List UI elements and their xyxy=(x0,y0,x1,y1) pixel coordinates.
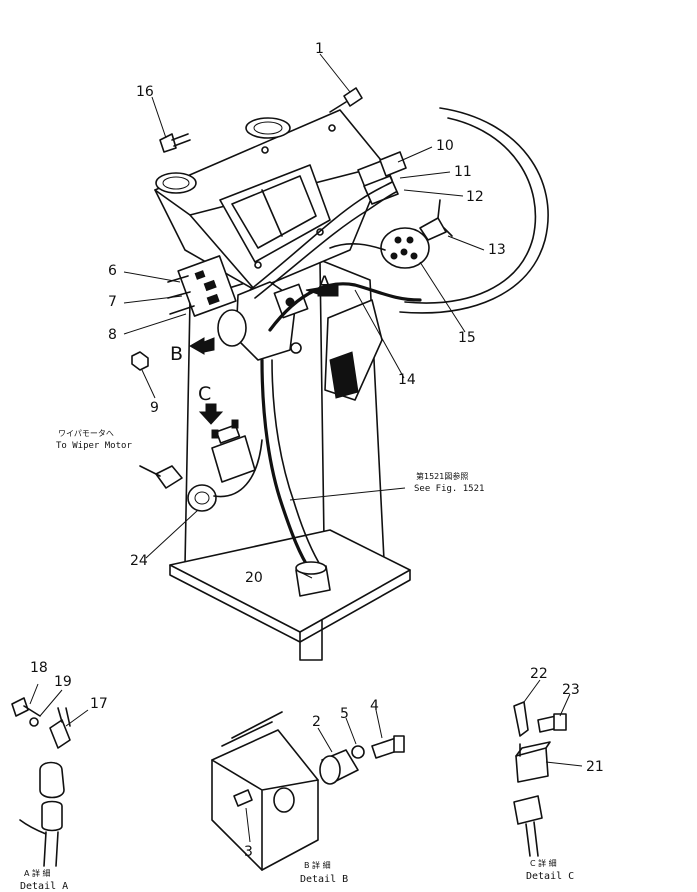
washer-19 xyxy=(29,717,39,727)
callout-23: 23 xyxy=(562,682,580,698)
detail-b xyxy=(211,709,405,871)
grommet xyxy=(187,484,217,512)
callout-17: 17 xyxy=(90,696,108,712)
relay-cluster xyxy=(167,255,237,317)
bracket-22 xyxy=(513,701,529,737)
wire-harness-upper2 xyxy=(254,191,397,299)
relay-21 xyxy=(515,747,549,783)
junction-unit xyxy=(217,281,309,361)
callout-5: 5 xyxy=(340,706,349,722)
detail-a-jp: A 詳 細 xyxy=(24,868,51,878)
arrow-b xyxy=(188,337,215,355)
note-see-fig-en: See Fig. 1521 xyxy=(414,484,484,494)
callout-10: 10 xyxy=(436,138,454,154)
callout-3: 3 xyxy=(244,844,253,860)
connector-round xyxy=(217,309,247,347)
detail-c xyxy=(513,679,583,857)
detail-c-jp: C 詳 細 xyxy=(530,858,557,868)
callout-24: 24 xyxy=(130,553,148,569)
callout-15: 15 xyxy=(458,330,476,346)
key-switch xyxy=(380,199,453,269)
callout-16: 16 xyxy=(136,84,154,100)
detail-a-en: Detail A xyxy=(20,881,68,892)
screw-hole xyxy=(254,261,262,269)
cab-arc xyxy=(399,107,549,314)
harness-pipe-down-outer xyxy=(271,359,323,569)
view-letter-a: A xyxy=(318,272,331,294)
callout-1: 1 xyxy=(315,41,324,57)
center-relay xyxy=(211,419,256,483)
callout-7: 7 xyxy=(108,294,117,310)
bolt-18 xyxy=(11,697,29,717)
cylinder-left xyxy=(155,172,197,194)
gauge-window xyxy=(219,164,331,263)
base-plate-thickness xyxy=(169,564,411,643)
washer-5 xyxy=(351,745,365,759)
callout-20: 20 xyxy=(245,570,263,586)
callout-11: 11 xyxy=(454,164,472,180)
callout-18: 18 xyxy=(30,660,48,676)
callout-19: 19 xyxy=(54,674,72,690)
gauge-window-inner2 xyxy=(261,189,283,237)
note-wiper-jp: ワイパモータへ xyxy=(58,429,114,438)
detail-b-en: Detail B xyxy=(300,874,348,885)
cylinder-left-inner xyxy=(162,176,190,190)
callout-9: 9 xyxy=(150,400,159,416)
bolt-1 xyxy=(329,87,363,113)
callout-13: 13 xyxy=(488,242,506,258)
gauge-window-inner xyxy=(231,175,317,249)
screw-hole xyxy=(261,146,269,154)
callout-14: 14 xyxy=(398,372,416,388)
arrow-c xyxy=(198,403,224,425)
bracket-17 xyxy=(49,719,71,749)
cylinder-right-inner xyxy=(253,121,283,135)
arrow-a xyxy=(305,283,339,297)
bolt-16 xyxy=(159,133,191,153)
cylinder-right xyxy=(245,117,291,139)
note-wiper-en: To Wiper Motor xyxy=(56,441,132,451)
wire-harness-main xyxy=(268,282,422,332)
detail-b-jp: B 詳 細 xyxy=(304,860,331,870)
wiper-connector xyxy=(155,465,183,489)
leaders xyxy=(123,53,485,579)
detail-a-relay xyxy=(39,761,65,799)
view-letter-c: C xyxy=(198,383,211,405)
cab-arc-inner xyxy=(404,117,537,304)
main-assembly xyxy=(123,53,549,661)
callout-22: 22 xyxy=(530,666,548,682)
view-letter-b: B xyxy=(170,343,183,365)
callout-2: 2 xyxy=(312,714,321,730)
harness-pipe-down xyxy=(260,358,312,572)
wire-to-switch xyxy=(329,242,386,251)
nut-9 xyxy=(131,351,149,371)
callout-21: 21 xyxy=(586,759,604,775)
callout-8: 8 xyxy=(108,327,117,343)
console-front-edge xyxy=(189,214,256,291)
side-panel-shade xyxy=(329,351,359,399)
callout-12: 12 xyxy=(466,189,484,205)
wire-harness-upper xyxy=(249,181,393,291)
part-20 xyxy=(295,561,331,597)
callout-6: 6 xyxy=(108,263,117,279)
screw-hole xyxy=(328,124,336,132)
detail-a xyxy=(11,683,89,867)
detail-c-en: Detail C xyxy=(526,871,574,882)
callout-numbers: 1 16 10 11 12 13 15 14 6 7 8 9 20 24 18 … xyxy=(30,41,604,860)
note-see-fig-jp: 第1521図参照 xyxy=(416,471,468,481)
callout-4: 4 xyxy=(370,698,379,714)
